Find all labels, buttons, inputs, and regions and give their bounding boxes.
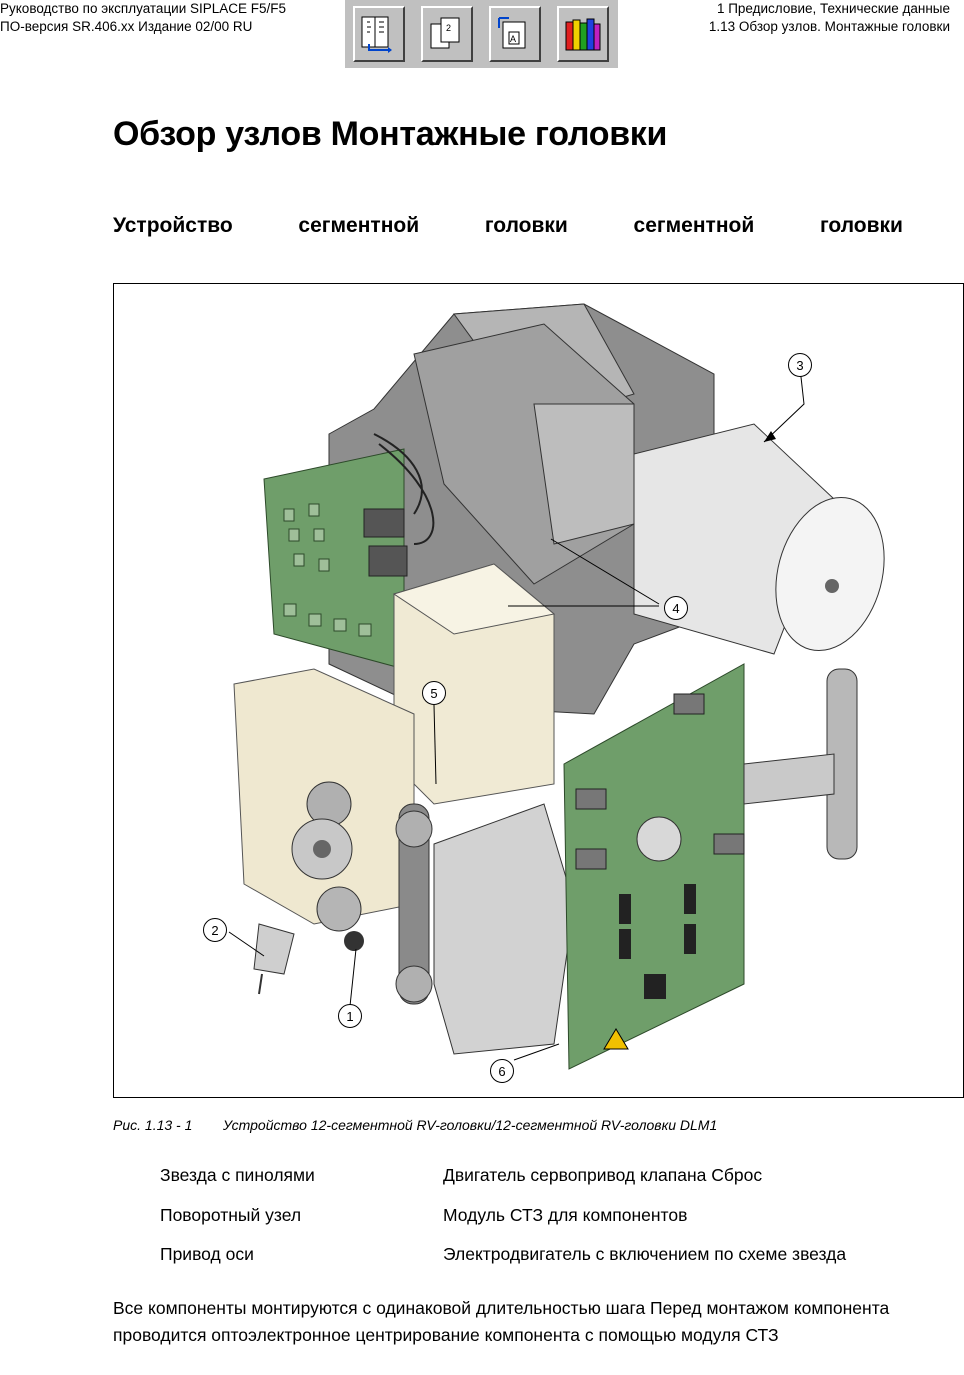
subtitle-word: головки (819, 214, 903, 237)
chapter-title: 1 Предисловие, Технические данные (716, 1, 950, 16)
pages-button[interactable]: 2 (421, 6, 473, 62)
legend-item-6: Электродвигатель с включением по схеме з… (443, 1244, 847, 1264)
books-icon (565, 18, 601, 51)
legend-item-2: Двигатель сервопривод клапана Сброс (443, 1165, 763, 1185)
header-left: Руководство по эксплуатации SIPLACE F5/F… (0, 0, 286, 36)
figure-caption-text: Устройство 12-сегментной RV-головки/12-с… (223, 1117, 718, 1133)
figure-caption: Рис. 1.13 - 1 Устройство 12-сегментной RV… (113, 1117, 717, 1133)
callout-5: 5 (422, 681, 446, 705)
svg-text:A: A (510, 34, 516, 44)
legend-item-1: Звезда с пинолями (160, 1165, 315, 1185)
subtitle-word: Устройство (113, 214, 233, 237)
library-button[interactable] (557, 6, 609, 62)
callout-2: 2 (203, 918, 227, 942)
head-illustration-frame: 3 4 5 2 1 6 (113, 283, 964, 1098)
svg-text:2: 2 (446, 23, 451, 33)
section-subtitle: Устройство сегментной головки сегментной… (113, 214, 903, 238)
navigation-toolbar: 2 A (345, 0, 618, 68)
software-version: ПО-версия SR.406.xx Издание 02/00 RU (0, 19, 253, 34)
callout-4: 4 (664, 596, 688, 620)
subtitle-word: головки (484, 214, 568, 237)
callout-1: 1 (338, 1004, 362, 1028)
subtitle-word: сегментной (633, 214, 755, 237)
figure-number: Рис. 1.13 - 1 (113, 1117, 193, 1133)
header-right: 1 Предисловие, Технические данные 1.13 О… (709, 0, 950, 36)
contents-icon (361, 16, 392, 53)
section-title: 1.13 Обзор узлов. Монтажные головки (708, 19, 950, 34)
description-paragraph: Все компоненты монтируются с одинаковой … (113, 1298, 890, 1345)
page-title: Обзор узлов Монтажные головки (113, 115, 668, 153)
callout-6: 6 (490, 1059, 514, 1083)
contents-button[interactable] (353, 6, 405, 62)
callout-3: 3 (788, 353, 812, 377)
placement-head-illustration (228, 303, 885, 1070)
legend-item-5: Привод оси (160, 1244, 254, 1264)
legend-item-4: Модуль СТЗ для компонентов (443, 1205, 688, 1225)
find-button[interactable]: A (489, 6, 541, 62)
legend-item-3: Поворотный узел (160, 1205, 302, 1225)
manual-title: Руководство по эксплуатации SIPLACE F5/F… (0, 1, 287, 16)
find-icon: A (498, 17, 526, 49)
subtitle-word: сегментной (298, 214, 420, 237)
pages-icon: 2 (430, 17, 460, 49)
